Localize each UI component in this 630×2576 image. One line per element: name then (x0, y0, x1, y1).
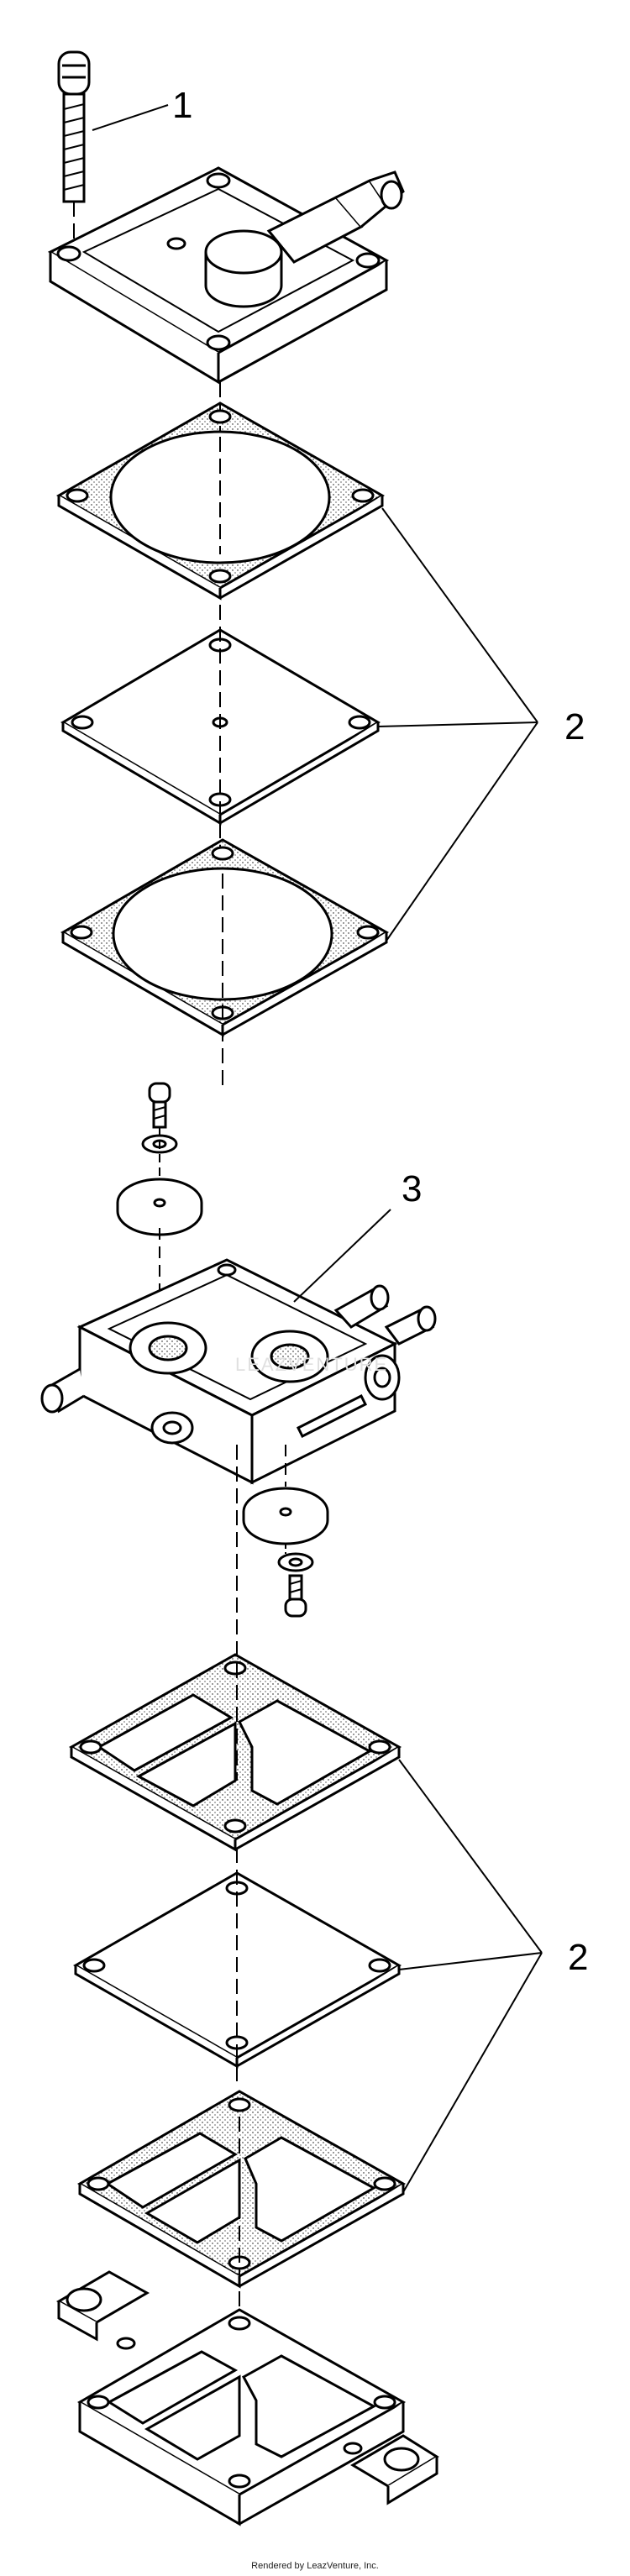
callout-part-2-upper: 2 (564, 706, 585, 748)
upper-gasket-2 (60, 838, 390, 1092)
part3-leader (293, 1209, 391, 1303)
lower-diaphragm (72, 1848, 402, 2083)
upper-callout-leaders (377, 507, 538, 942)
watermark: LEAZVENTURE (235, 1354, 388, 1375)
lower-gasket-2 (77, 2090, 407, 2318)
callout-part-2-lower: 2 (568, 1937, 588, 1978)
callout-part-3: 3 (402, 1168, 422, 1209)
pump-top-cover (47, 166, 405, 437)
part1-leader (92, 104, 169, 131)
footer-credit: Rendered by LeazVenture, Inc. (251, 2561, 379, 2571)
screw-part-1 (57, 50, 91, 239)
lower-callout-leaders (398, 1759, 543, 2193)
upper-gasket-1 (55, 401, 386, 601)
pump-base-plate (55, 2270, 439, 2526)
lower-gasket-1 (68, 1445, 402, 1852)
upper-valve-screw (116, 1082, 203, 1310)
upper-diaphragm (60, 605, 381, 848)
pump-body-part-3 (40, 1258, 437, 1485)
callout-part-1: 1 (172, 85, 192, 126)
lower-valve-screw (242, 1445, 329, 1618)
